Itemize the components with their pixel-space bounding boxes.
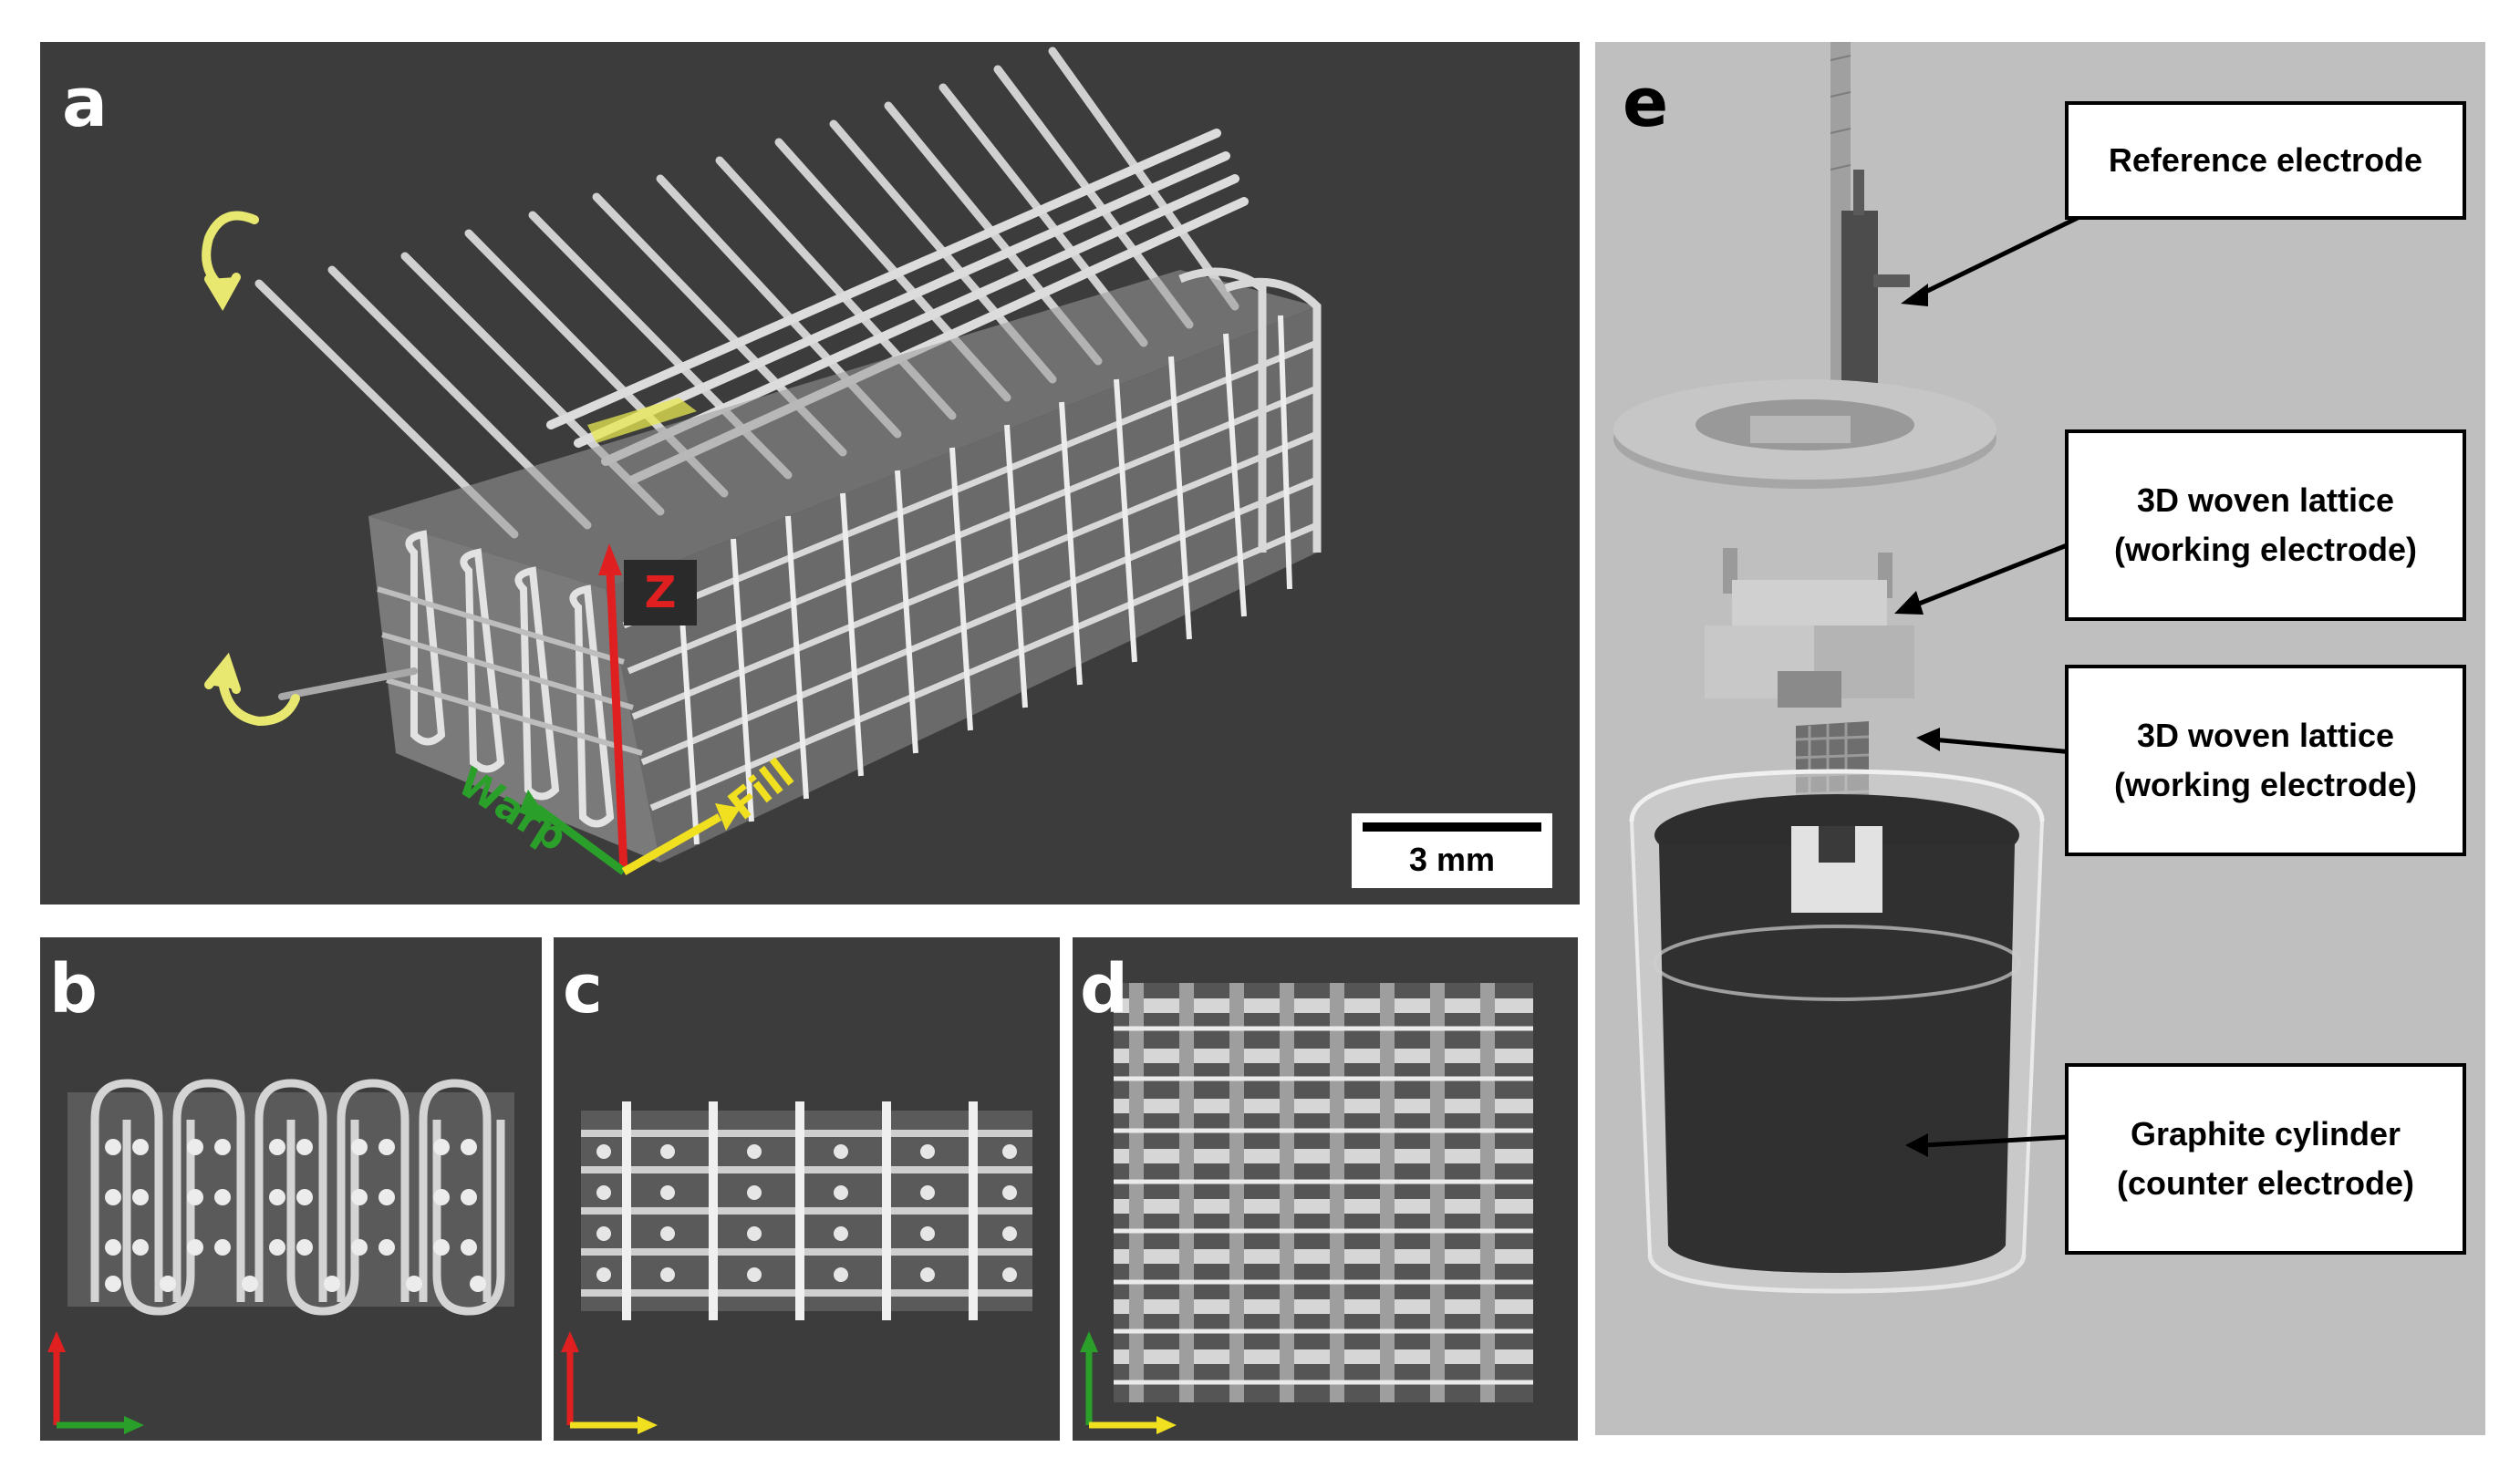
highlighted-fill-wire [587,398,697,443]
lower-protruding-wire [278,667,418,700]
callout-line: Reference electrode [2108,141,2423,179]
panel-letter-c: c [563,950,603,1029]
panel-a: Z Warp Fill a 3 mm [40,42,1580,905]
panel-c: c [554,937,1060,1441]
axis-z-label-bg [624,560,697,625]
callout-line: (counter electrode) [2116,1164,2415,1202]
electrode-holder [1705,548,1914,708]
scale-bar-label: 3 mm [1408,841,1496,878]
axis-triad-icon [519,543,741,875]
callout-working-electrode: 3D woven lattice (working electrode) [2065,665,2466,856]
rotation-arrow-icon [202,211,259,311]
callout-counter-electrode: Graphite cylinder (counter electrode) [2065,1063,2466,1255]
axis-triad-icon [47,1331,144,1434]
panel-letter-d: d [1080,950,1128,1029]
callout-line: 3D woven lattice [2136,481,2395,519]
lattice-front-face [606,306,1319,863]
woven-lattice-3d-render: Z Warp Fill [202,47,1322,875]
callout-line: Graphite cylinder [2130,1115,2401,1153]
lattice-side-view-c [561,1101,1032,1434]
axis-triad-icon [1080,1331,1177,1434]
axis-triad-icon [561,1331,658,1434]
panel-e: e Reference electrode 3D woven lattice (… [1595,42,2485,1435]
lattice-side-view-b [47,1079,514,1434]
lattice-top-view-d [1080,983,1533,1434]
scale-bar-line [1363,822,1541,832]
rotation-arrow-icon [204,652,300,727]
panel-b: b [40,937,542,1441]
lattice-left-face [368,516,660,863]
panel-d: d [1073,937,1578,1441]
panel-letter-b: b [49,950,98,1029]
right-end-loops [1178,267,1322,553]
lattice-top-face [368,270,1317,589]
axis-z-label: Z [645,567,677,618]
beaker [1629,769,2045,1294]
callout-line: (working electrode) [2113,531,2418,568]
panel-letter-e: e [1623,64,1669,142]
callout-working-electrode: 3D woven lattice (working electrode) [2065,429,2466,621]
panel-letter-a: a [62,64,108,142]
scale-bar: 3 mm [1352,813,1552,888]
callout-arrowheads [1894,284,1940,1157]
callout-line: (working electrode) [2113,766,2418,803]
electrochemical-cell-render [1613,42,2086,1294]
callout-reference-electrode: Reference electrode [2065,101,2466,220]
callout-line: 3D woven lattice [2136,717,2395,754]
